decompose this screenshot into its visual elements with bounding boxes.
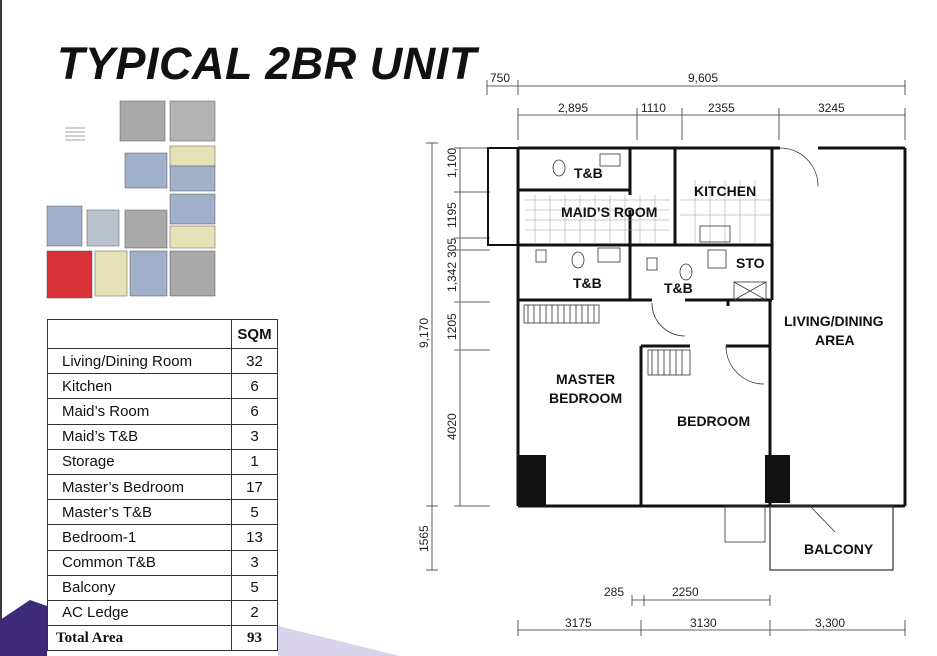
room-label-kitchen: KITCHEN — [694, 183, 756, 199]
dim-top-4: 3245 — [818, 101, 845, 115]
row-value: 17 — [231, 473, 278, 501]
room-label-maids-room: MAID’S ROOM — [561, 204, 657, 220]
dim-bottom-small-1: 285 — [604, 585, 624, 599]
table-header-row: SQM — [47, 319, 278, 349]
floor-plan: 750 9,605 2,895 1110 2355 3245 285 2250 … — [417, 71, 907, 636]
dim-left-2: 1195 — [445, 202, 459, 228]
total-value: 93 — [231, 625, 278, 652]
dim-left-4: 1,342 — [445, 262, 459, 292]
dim-left-6: 4020 — [445, 413, 459, 440]
row-value: 32 — [231, 347, 278, 375]
row-label: Master’s T&B — [47, 499, 232, 526]
dim-top-3: 2355 — [708, 101, 735, 115]
room-label-maid-tb: T&B — [574, 165, 603, 181]
slide-edge — [0, 0, 2, 656]
row-label: Maid’s Room — [47, 398, 232, 425]
total-label: Total Area — [47, 625, 232, 652]
row-label: Bedroom-1 — [47, 524, 232, 551]
dim-top-2: 1110 — [641, 101, 666, 115]
room-label-master-line1: MASTER — [556, 371, 615, 387]
dim-bottom-3: 3,300 — [815, 616, 845, 630]
dim-top-left: 750 — [490, 71, 510, 85]
dim-left-3: 305 — [445, 238, 459, 258]
room-label-living-line2: AREA — [815, 332, 855, 348]
room-label-storage: STO — [736, 255, 765, 271]
row-value: 3 — [231, 423, 278, 450]
dim-left-7: 1565 — [417, 525, 431, 552]
row-label: Maid’s T&B — [47, 423, 232, 450]
dim-bottom-2: 3130 — [690, 616, 717, 630]
row-value: 13 — [231, 524, 278, 551]
row-value: 5 — [231, 499, 278, 526]
row-label: Common T&B — [47, 549, 232, 576]
room-label-living-line1: LIVING/DINING — [784, 313, 884, 329]
key-plan-map — [46, 100, 216, 299]
dim-bottom-small-2: 2250 — [672, 585, 699, 599]
dim-top-total: 9,605 — [688, 71, 718, 85]
row-value: 5 — [231, 574, 278, 601]
row-value: 1 — [231, 448, 278, 475]
row-value: 6 — [231, 373, 278, 400]
row-label: Storage — [47, 448, 232, 475]
row-label: Balcony — [47, 574, 232, 601]
row-value: 6 — [231, 398, 278, 425]
dim-top-1: 2,895 — [558, 101, 588, 115]
row-label: AC Ledge — [47, 599, 232, 627]
table-header-label — [47, 319, 232, 349]
row-value: 3 — [231, 549, 278, 576]
row-value: 2 — [231, 599, 278, 627]
dim-left-5: 1205 — [445, 313, 459, 340]
room-label-balcony: BALCONY — [804, 541, 874, 557]
room-label-master-line2: BEDROOM — [549, 390, 622, 406]
row-label: Living/Dining Room — [47, 347, 232, 375]
dim-left-total: 9,170 — [417, 318, 431, 348]
page-title: TYPICAL 2BR UNIT — [57, 38, 477, 89]
dim-bottom-1: 3175 — [565, 616, 592, 630]
table-header-sqm: SQM — [231, 319, 278, 349]
dim-left-1: 1,100 — [445, 148, 459, 178]
room-label-master-tb: T&B — [573, 275, 602, 291]
row-label: Master’s Bedroom — [47, 473, 232, 501]
row-label: Kitchen — [47, 373, 232, 400]
room-label-bedroom: BEDROOM — [677, 413, 750, 429]
room-label-common-tb: T&B — [664, 280, 693, 296]
